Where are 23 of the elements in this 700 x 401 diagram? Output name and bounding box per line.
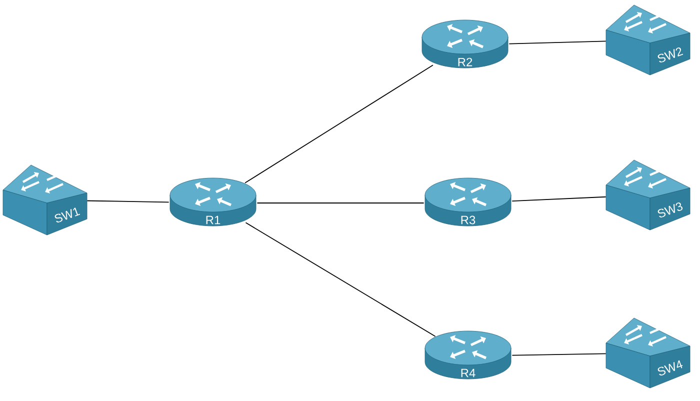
node-label: SW4 [658, 360, 683, 376]
switch: SW1 [2, 164, 88, 236]
cable-line [512, 353, 606, 356]
node-label: R3 [461, 216, 476, 224]
cable-line [256, 202, 424, 204]
router: R4 [424, 330, 512, 380]
node-label: SW2 [658, 47, 684, 62]
cable-line [86, 200, 170, 203]
router: R2 [422, 20, 508, 68]
switch: SW4 [606, 318, 690, 388]
router: R3 [424, 178, 512, 226]
node-label: SW1 [54, 208, 80, 222]
node-label: R4 [461, 368, 476, 378]
cable-line [512, 196, 606, 202]
node-label: R2 [458, 58, 472, 66]
router: R1 [170, 178, 256, 226]
switch: SW3 [606, 160, 690, 230]
switch: SW2 [606, 4, 690, 76]
cable-line [244, 64, 434, 184]
node-label: SW3 [658, 202, 683, 218]
cable-line [508, 40, 606, 44]
node-label: R1 [206, 216, 220, 224]
cable-line [245, 222, 436, 337]
